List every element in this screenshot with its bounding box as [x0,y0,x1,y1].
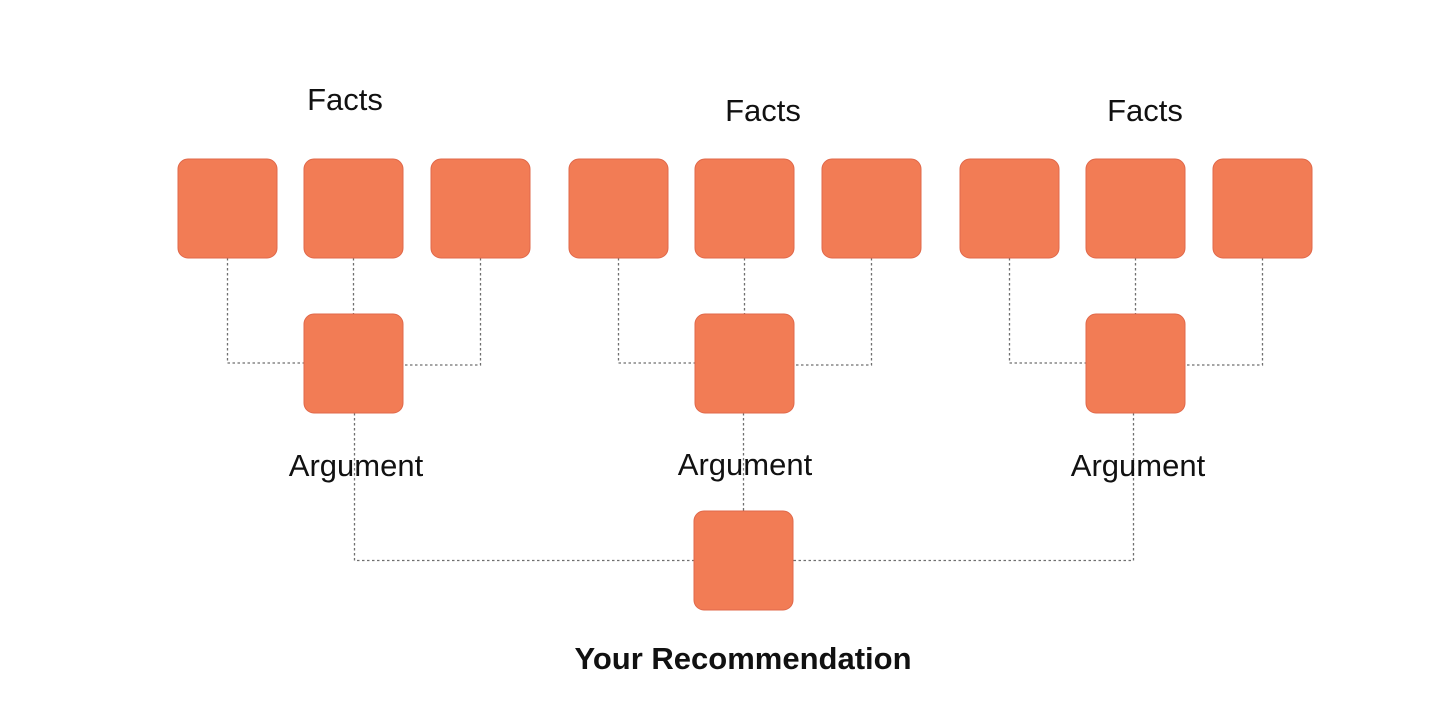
connector-fact-3-1 [1008,258,1086,364]
facts-label-3: Facts [1107,93,1183,128]
argument-label-1: Argument [288,448,424,483]
connector-fact-2-1 [617,258,695,364]
fact-node-2-1 [568,158,669,259]
facts-label-2: Facts [725,93,801,128]
recommendation-node [693,510,794,611]
connector-argument-3 [793,413,1135,562]
connectors-layer [226,258,1264,562]
fact-node-1-1 [177,158,278,259]
connector-fact-1-3 [403,258,482,366]
fact-node-3-1 [959,158,1060,259]
connector-fact-3-3 [1185,258,1264,366]
connector-argument-1 [353,413,694,562]
facts-label-1: Facts [307,82,383,117]
argument-label-2: Argument [677,447,813,482]
nodes-layer [177,158,1313,611]
fact-node-1-3 [430,158,531,259]
fact-node-3-2 [1085,158,1186,259]
fact-node-2-2 [694,158,795,259]
argument-label-3: Argument [1070,448,1206,483]
fact-node-2-3 [821,158,922,259]
argument-node-3 [1085,313,1186,414]
connector-fact-2-3 [794,258,873,366]
argument-node-2 [694,313,795,414]
fact-node-3-3 [1212,158,1313,259]
connector-fact-1-1 [226,258,304,364]
argument-node-1 [303,313,404,414]
recommendation-label: Your Recommendation [574,641,912,676]
fact-node-1-2 [303,158,404,259]
